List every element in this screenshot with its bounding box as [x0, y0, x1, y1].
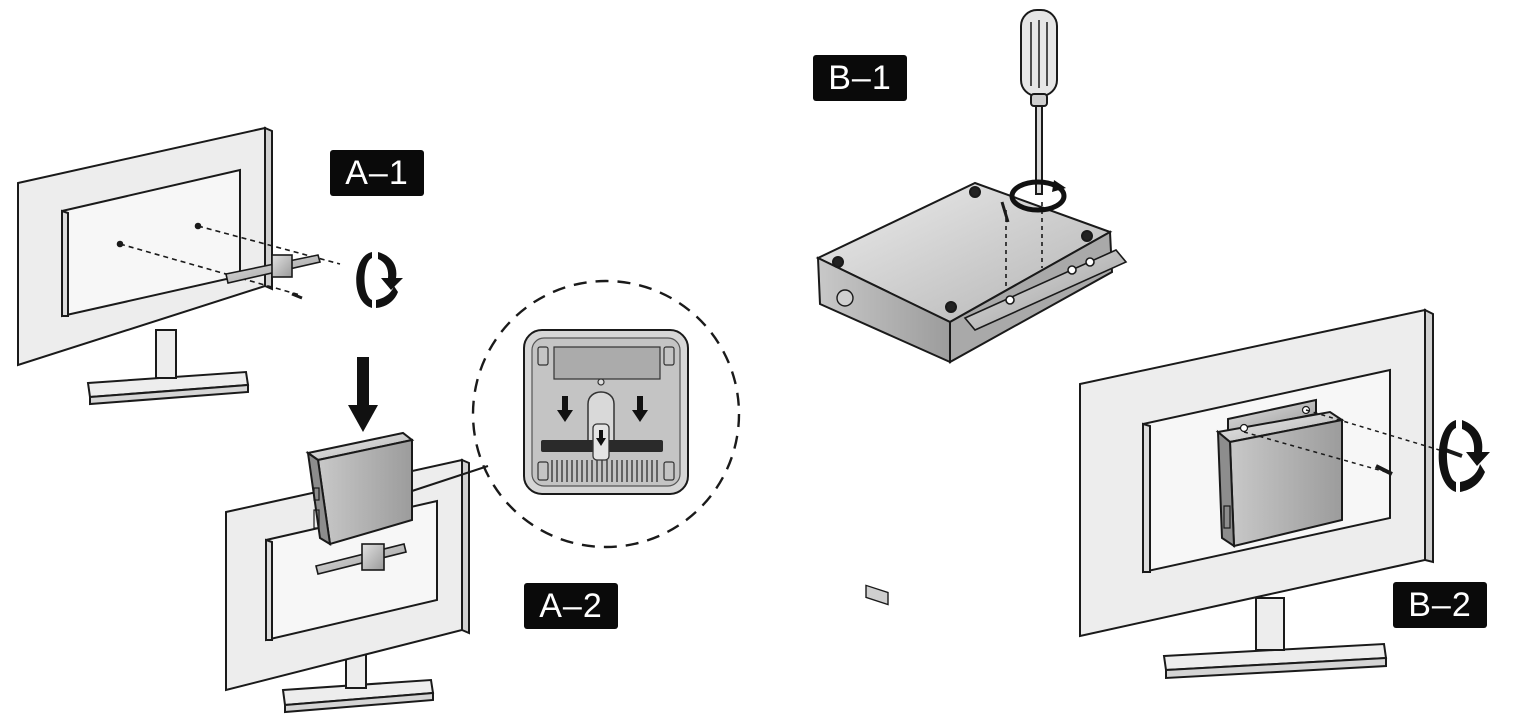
screwdriver-icon	[1020, 9, 1058, 195]
step-label-a2: A–2	[524, 583, 618, 629]
mini-pc-b2	[1215, 398, 1463, 548]
mini-pc-a2	[305, 431, 415, 546]
rotate-icon-a1	[356, 252, 403, 308]
monitor-a1	[17, 126, 273, 406]
bracket-a2	[315, 543, 407, 575]
arrow-down-icon	[348, 357, 378, 432]
monitor-b2	[1079, 308, 1434, 680]
zoom-leader-line	[411, 465, 489, 492]
zoom-detail-a2	[471, 279, 741, 549]
step-label-b1: B–1	[813, 55, 907, 101]
bracket-b1	[963, 201, 1128, 331]
rotate-icon-b2	[1438, 420, 1490, 492]
rotate-icon-b1	[1009, 179, 1067, 213]
step-label-a1: A–1	[330, 150, 424, 196]
mini-pc-b1	[815, 181, 1114, 606]
step-label-b2: B–2	[1393, 582, 1487, 628]
bracket-a1	[116, 222, 341, 300]
